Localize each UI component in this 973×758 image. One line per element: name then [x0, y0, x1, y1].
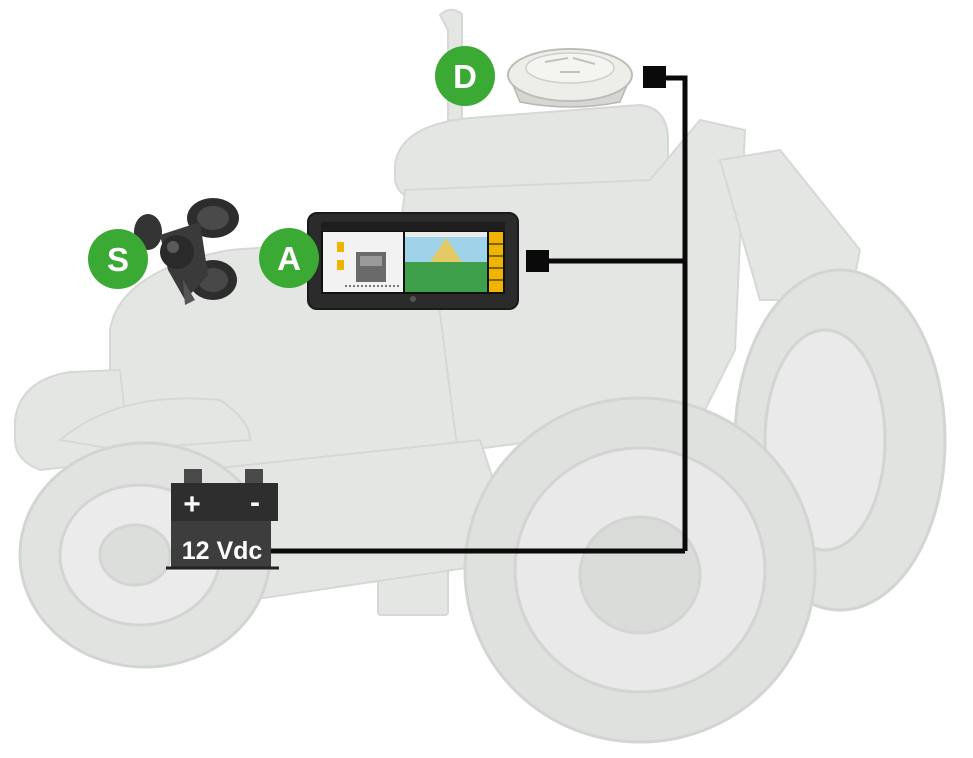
gps-antenna-dome-icon: [507, 48, 633, 108]
badge-s: S: [88, 229, 148, 289]
battery-voltage-label: 12 Vdc: [182, 537, 263, 565]
cable-harness: [270, 75, 688, 554]
tractor-wheels: [18, 268, 947, 744]
display-connector: [526, 250, 549, 272]
battery-plus-label: +: [183, 488, 201, 521]
cable-antenna: [665, 75, 688, 551]
display-tablet-icon: [307, 212, 519, 310]
suction-mount-icon: [134, 198, 239, 305]
badge-a-label: A: [277, 240, 301, 277]
badge-a: A: [259, 228, 319, 288]
badge-d-label: D: [453, 58, 477, 95]
badge-d: D: [435, 46, 495, 106]
antenna-connector: [643, 66, 666, 88]
battery-minus-label: -: [250, 486, 260, 519]
battery-icon: [166, 469, 279, 570]
badge-s-label: S: [107, 241, 129, 278]
